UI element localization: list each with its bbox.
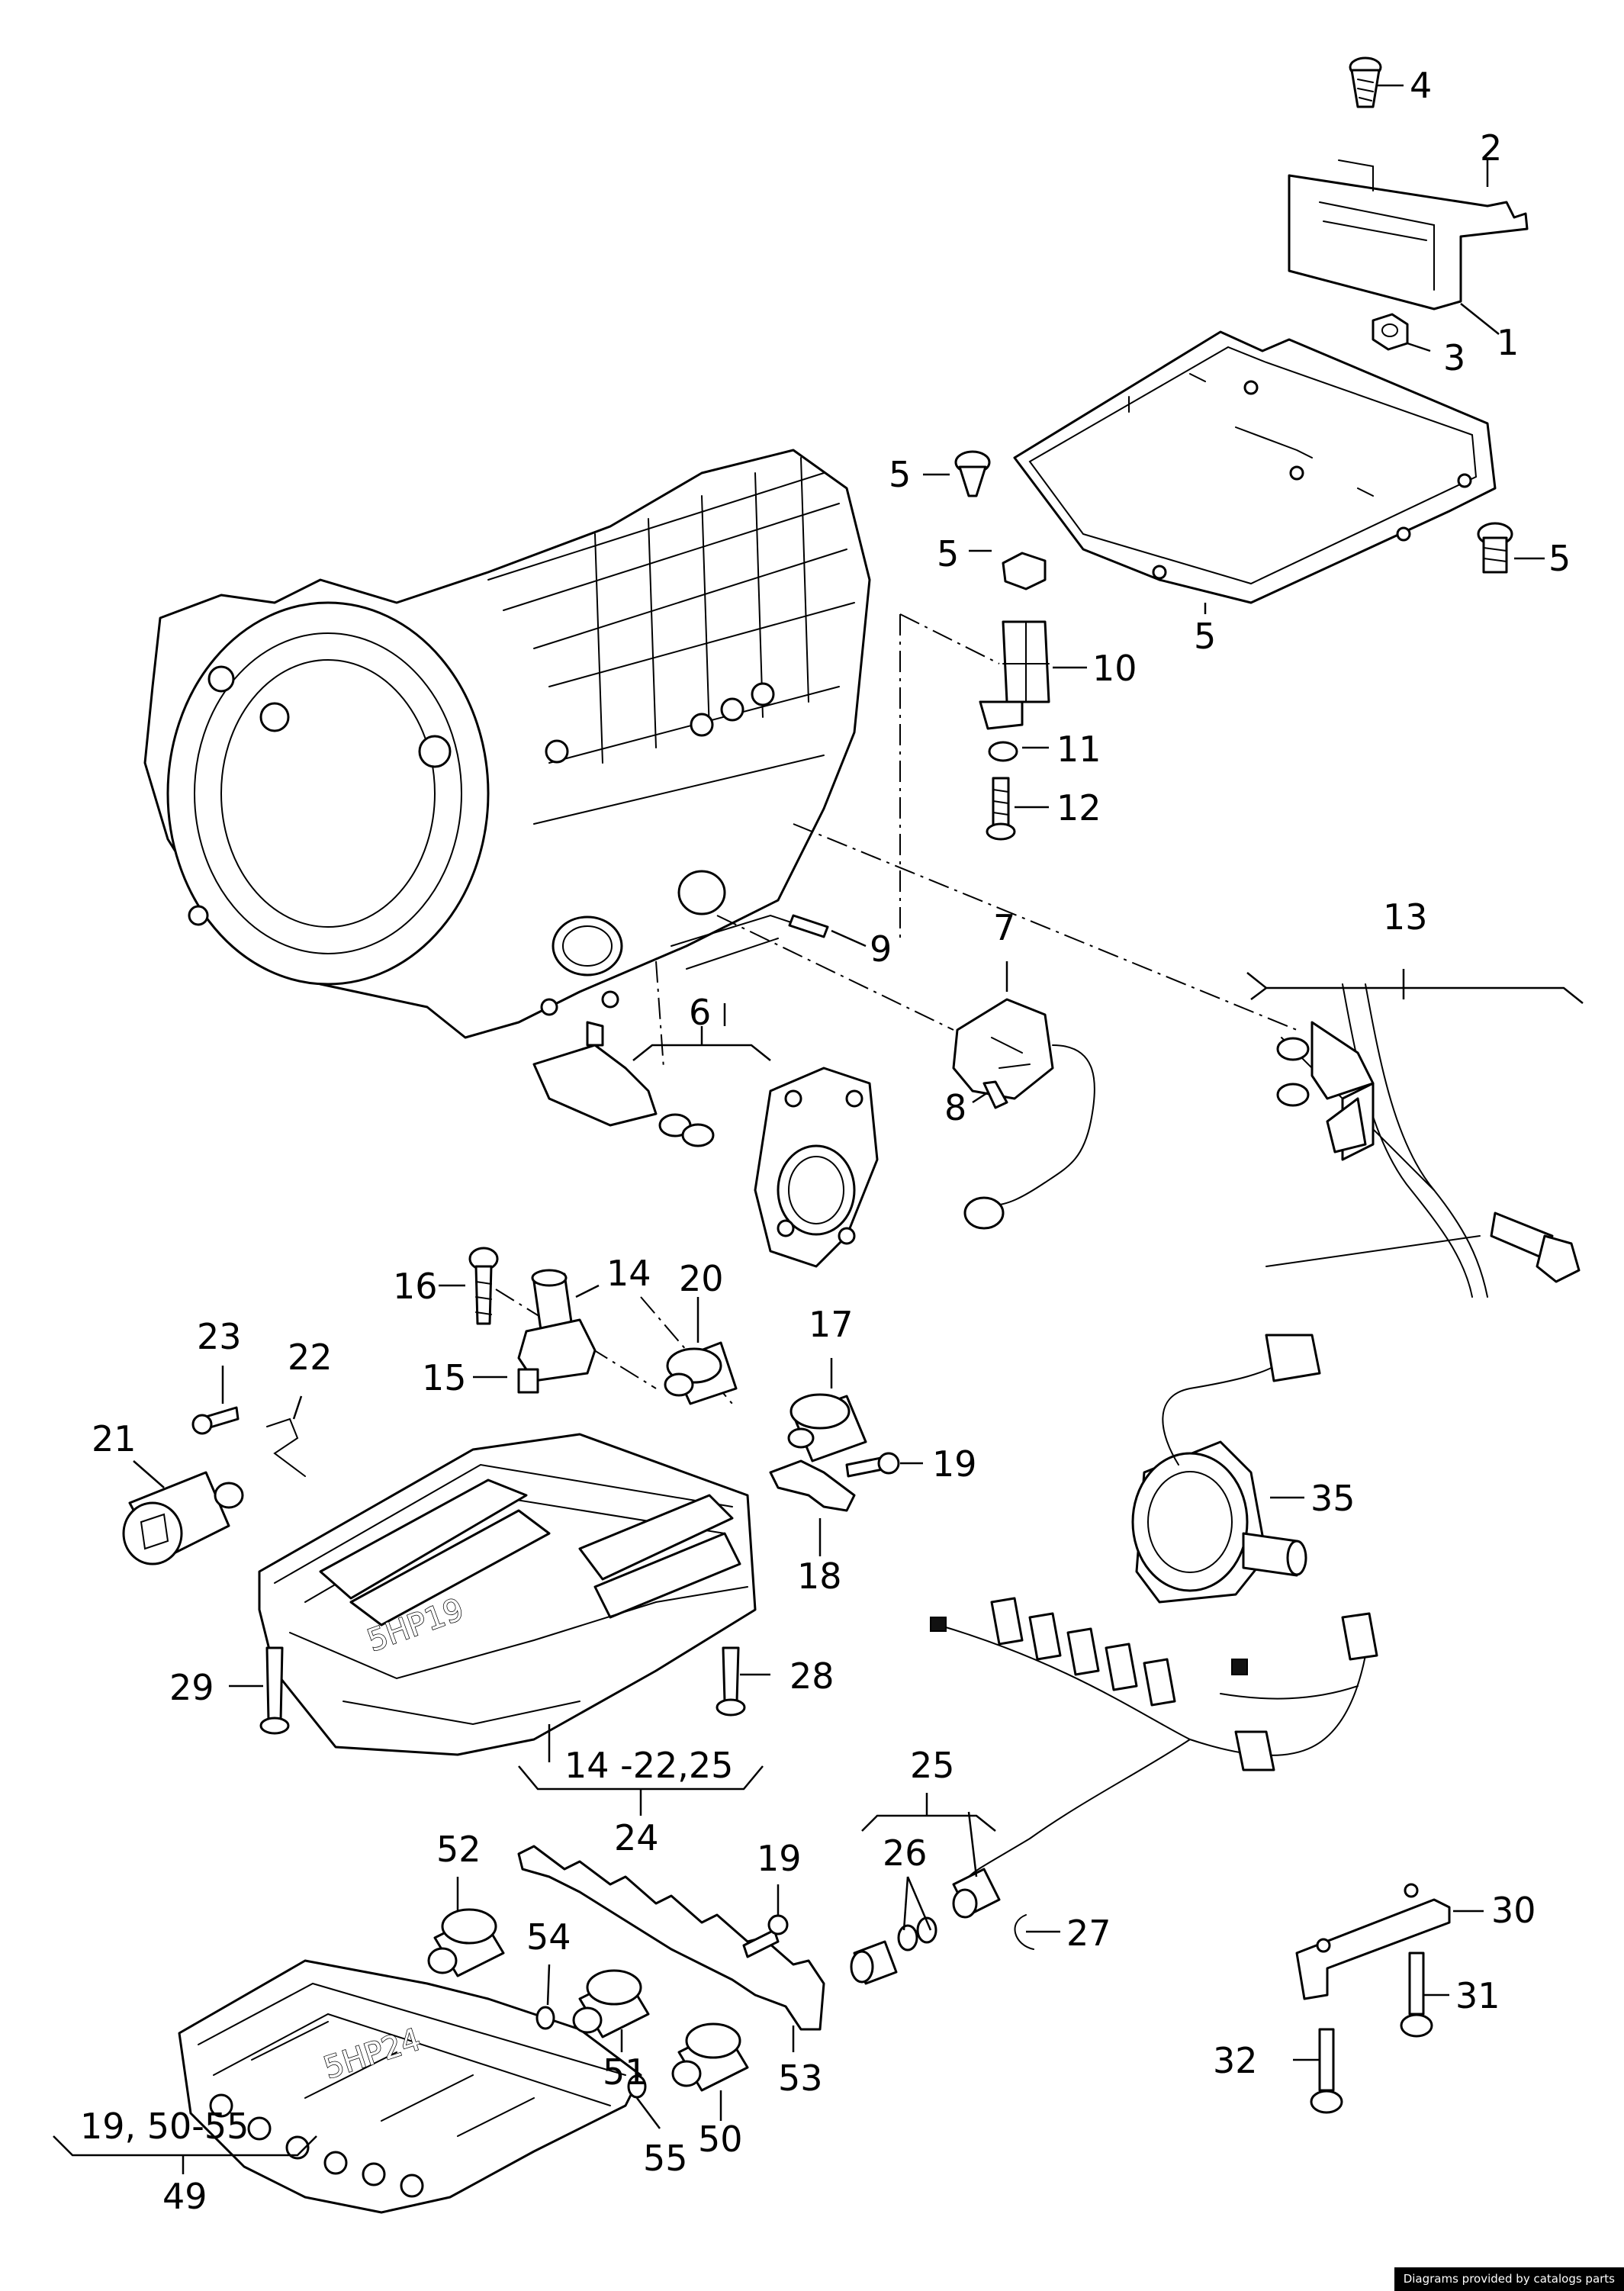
callout-6: 6 — [689, 992, 711, 1033]
credit-badge: Diagrams provided by catalogs parts — [1394, 2267, 1624, 2291]
cooler-pipes-13 — [1265, 983, 1581, 1298]
callout-35: 35 — [1310, 1478, 1355, 1519]
screw-4 — [1349, 56, 1382, 108]
wiring-harness — [930, 1597, 1378, 1878]
callout-14: 14 — [606, 1253, 651, 1294]
leader-lines — [53, 84, 1584, 2174]
callout-31: 31 — [1455, 1975, 1500, 2016]
callout-20: 20 — [679, 1258, 724, 1299]
callout-5-bottom: 5 — [1194, 616, 1216, 657]
callout-28: 28 — [789, 1656, 835, 1697]
clip-22 — [266, 1417, 306, 1477]
callout-54: 54 — [526, 1916, 571, 1958]
bolt-16 — [468, 1247, 499, 1325]
transmission-housing — [143, 449, 871, 1039]
callout-9: 9 — [870, 928, 892, 970]
callout-4: 4 — [1410, 65, 1432, 106]
callout-53: 53 — [778, 2058, 823, 2099]
oil-pan-5 — [1013, 330, 1497, 604]
callout-5-right: 5 — [1548, 538, 1571, 579]
callout-19-lower: 19 — [757, 1838, 802, 1879]
callout-3: 3 — [1443, 337, 1465, 378]
bracket-2 — [1288, 159, 1529, 311]
pin-9 — [788, 914, 829, 938]
cover-plate-6 — [754, 1067, 879, 1268]
gasket-53 — [517, 1845, 825, 2031]
screw-19 — [845, 1452, 900, 1478]
bracket-30 — [1295, 1883, 1451, 2000]
callout-13: 13 — [1383, 896, 1428, 938]
solenoid-52 — [427, 1908, 505, 1977]
screw-23 — [191, 1406, 240, 1435]
bolt-31 — [1400, 1952, 1433, 2038]
bolt-12 — [986, 777, 1016, 841]
callout-55: 55 — [643, 2138, 688, 2179]
clip-15 — [517, 1368, 539, 1394]
callout-10: 10 — [1092, 648, 1137, 689]
callout-30: 30 — [1491, 1890, 1536, 1931]
bolts-28-29 — [259, 1646, 746, 1735]
nut-11 — [988, 741, 1018, 762]
callout-8: 8 — [944, 1087, 966, 1128]
solenoid-14 — [517, 1269, 597, 1382]
callout-16: 16 — [393, 1266, 438, 1307]
callout-32: 32 — [1213, 2040, 1258, 2081]
callout-19-upper: 19 — [932, 1443, 977, 1485]
pan-screws-5 — [954, 450, 1513, 590]
callout-49: 49 — [162, 2176, 207, 2217]
valve-body-5hp24: 5HP24 — [178, 1959, 642, 2214]
callout-26: 26 — [883, 1832, 928, 1874]
seals-26 — [897, 1916, 937, 1952]
clip-27 — [1014, 1914, 1034, 1950]
screw-19b — [742, 1914, 789, 1958]
motor-35 — [1131, 1334, 1321, 1604]
callout-21: 21 — [92, 1418, 137, 1459]
callout-1: 1 — [1497, 322, 1519, 363]
sleeve — [850, 1940, 898, 1985]
sensor-10 — [979, 620, 1050, 730]
bracket-18 — [769, 1459, 856, 1512]
callout-15: 15 — [422, 1357, 467, 1398]
shaft-seal-6 — [532, 1021, 715, 1147]
solenoid-51 — [572, 1969, 650, 2038]
callout-5-left-top: 5 — [889, 454, 911, 495]
bolt-32 — [1310, 2028, 1343, 2114]
callout-5-left-mid: 5 — [937, 533, 959, 574]
o-rings-54-55 — [535, 2006, 647, 2099]
solenoid-50 — [671, 2022, 749, 2092]
bolt-8 — [982, 1080, 1008, 1109]
callout-18: 18 — [797, 1556, 842, 1597]
solenoid-17 — [787, 1393, 867, 1462]
callout-52: 52 — [436, 1829, 481, 1870]
callout-50: 50 — [698, 2119, 743, 2160]
callout-25: 25 — [910, 1745, 955, 1786]
nut-3 — [1372, 313, 1409, 351]
callout-7: 7 — [993, 907, 1015, 948]
callout-51: 51 — [603, 2051, 648, 2093]
speed-sensor-7 — [952, 998, 1095, 1230]
callout-19-50-55: 19, 50-55 — [80, 2106, 249, 2147]
callout-24: 24 — [614, 1817, 659, 1858]
valve-body-5hp19: 5HP19 — [258, 1433, 757, 1756]
solenoid-20 — [664, 1341, 738, 1405]
solenoid-21 — [122, 1471, 244, 1565]
connector-25 — [952, 1868, 1001, 1919]
callout-11: 11 — [1056, 729, 1101, 770]
callout-17: 17 — [809, 1304, 854, 1345]
callout-29: 29 — [169, 1667, 214, 1708]
callout-labels: 4 2 1 3 5 5 5 5 10 11 12 9 7 13 6 8 16 1… — [80, 65, 1571, 2217]
callout-27: 27 — [1066, 1913, 1111, 1954]
callout-23: 23 — [197, 1316, 242, 1357]
callout-2: 2 — [1480, 127, 1502, 169]
callout-22: 22 — [288, 1337, 333, 1378]
callout-14-22-25: 14 -22,25 — [564, 1745, 733, 1786]
callout-12: 12 — [1056, 787, 1101, 829]
